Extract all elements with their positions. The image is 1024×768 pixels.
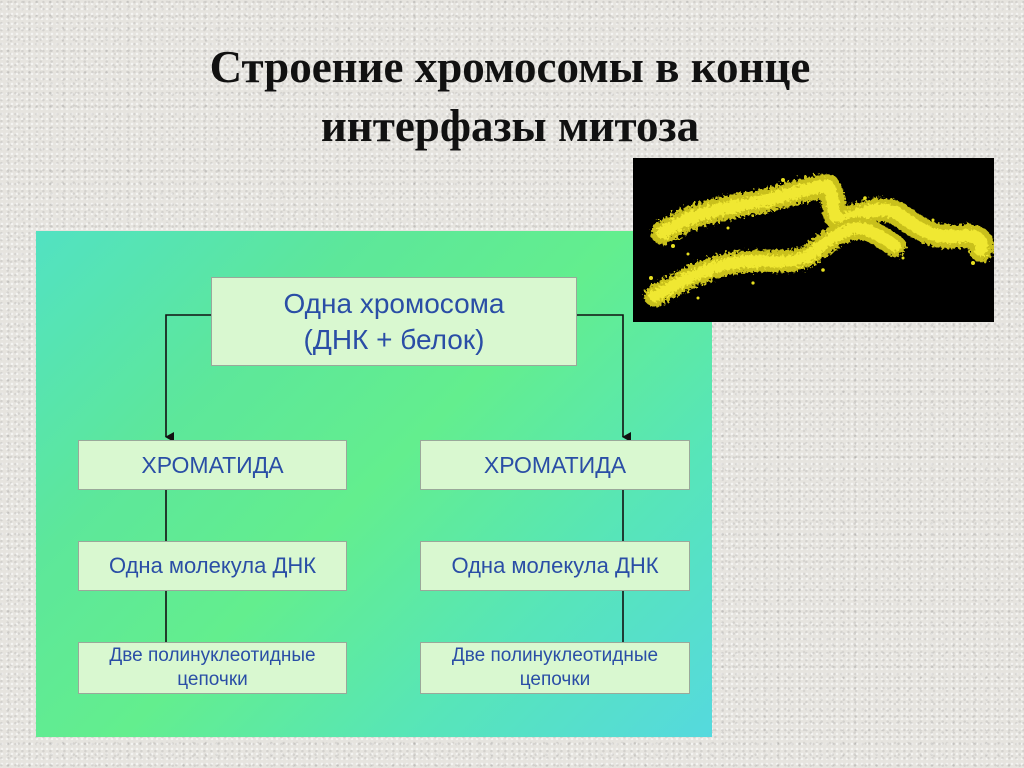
- chromosome-micrograph: [633, 158, 994, 322]
- arrow-root-to-right-chromatid: [577, 314, 631, 442]
- slide-title-line-1: Строение хромосомы в конце: [209, 42, 811, 92]
- left-chains-line-2: цепочки: [177, 669, 248, 690]
- right-dna-molecule-box: Одна молекула ДНК: [420, 541, 690, 591]
- slide-title-line-2: интерфазы митоза: [320, 101, 700, 151]
- left-chromatid-label: ХРОМАТИДА: [141, 451, 284, 478]
- diagram-connectors: [165, 314, 631, 642]
- chromosome-micrograph-image: [633, 158, 994, 322]
- left-dna-molecule-label: Одна молекула ДНК: [108, 553, 317, 578]
- right-chains-line-1: Две полинуклеотидные: [451, 645, 659, 666]
- right-chromatid-label: ХРОМАТИДА: [483, 451, 627, 478]
- left-polynucleotide-chains-box: Две полинуклеотидные цепочки: [78, 642, 347, 694]
- left-chains-line-1: Две полинуклеотидные: [109, 645, 316, 666]
- diagram-panel: Одна хромосома (ДНК + белок) ХРОМАТИДА О…: [36, 231, 712, 737]
- right-polynucleotide-chains-box: Две полинуклеотидные цепочки: [420, 642, 690, 694]
- chromosome-box-line-2: (ДНК + белок): [303, 323, 485, 355]
- chromosome-box: Одна хромосома (ДНК + белок): [211, 277, 577, 366]
- left-chromatid-box: ХРОМАТИДА: [78, 440, 347, 490]
- right-dna-molecule-label: Одна молекула ДНК: [451, 553, 659, 578]
- chromosome-box-line-1: Одна хромосома: [283, 287, 505, 319]
- left-dna-molecule-box: Одна молекула ДНК: [78, 541, 347, 591]
- right-chromatid-box: ХРОМАТИДА: [420, 440, 690, 490]
- right-chains-line-2: цепочки: [519, 669, 591, 690]
- arrow-root-to-left-chromatid: [165, 314, 211, 442]
- slide-title: Строение хромосомы в конце интерфазы мит…: [60, 38, 960, 156]
